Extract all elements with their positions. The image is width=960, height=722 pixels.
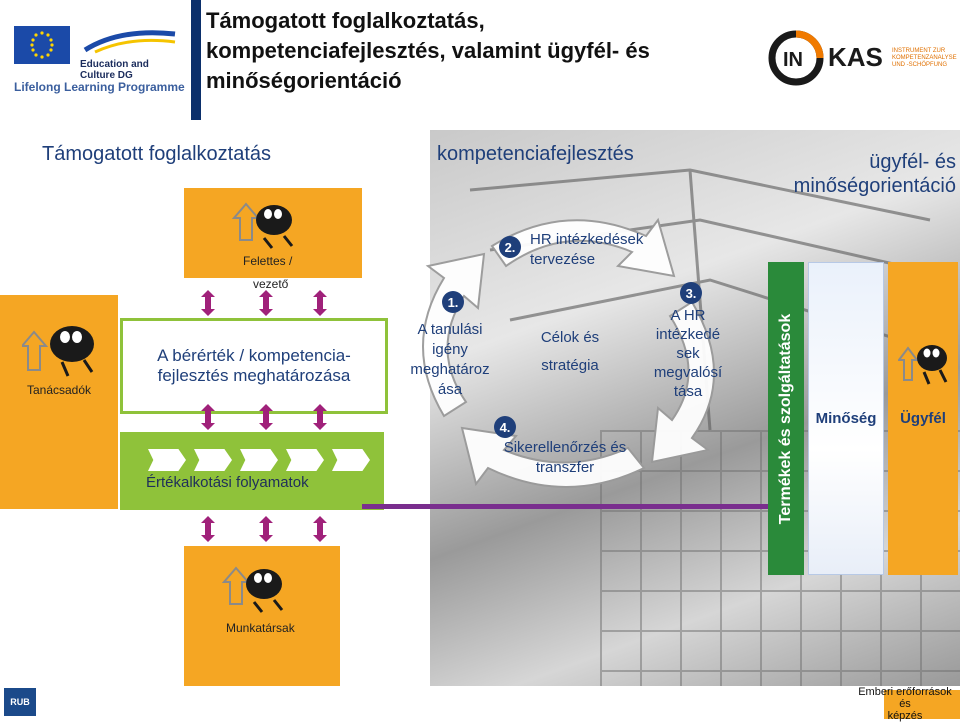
title-band xyxy=(0,0,960,122)
column-header-supported-employment: Támogatott foglalkoztatás xyxy=(42,143,272,165)
wage-box-line2: fejlesztés meghatározása xyxy=(157,366,351,385)
workers-mascot-icon xyxy=(222,566,284,613)
arrows-row-top xyxy=(201,290,327,316)
process-chevron xyxy=(148,449,186,471)
cycle-arrows xyxy=(422,217,715,488)
inkas-subtitle: INSTRUMENT ZUR KOMPETENZANALYSE UND -SCH… xyxy=(892,48,957,69)
supervisor-label-line1: Felettes / xyxy=(243,254,293,268)
inkas-sub-line1: INSTRUMENT ZUR xyxy=(892,48,946,54)
process-chevrons xyxy=(148,449,378,473)
column-header-client-line1: ügyfél- és xyxy=(869,151,956,173)
value-process-label: Értékalkotási folyamatok xyxy=(146,474,309,491)
process-chevron xyxy=(194,449,232,471)
column-header-client-quality: ügyfél- és minőségorientáció xyxy=(760,150,956,198)
step1-line3: meghatároz xyxy=(410,361,490,378)
slide-title-line2: kompetenciafejlesztés, valamint ügyfél- … xyxy=(206,38,650,63)
products-label-wrap: Termékek és szolgáltatások xyxy=(768,262,804,575)
hr-line2: és xyxy=(899,698,911,710)
step2-line2: tervezése xyxy=(530,251,596,268)
client-mascot-icon xyxy=(898,345,948,385)
client-label: Ügyfél xyxy=(900,410,946,427)
step3-badge: 3. xyxy=(680,282,702,304)
inkas-logo: IN xyxy=(766,28,826,88)
center-goals-text: Célok és stratégia xyxy=(520,324,620,380)
step4-text: Sikerellenőrzés és transzfer xyxy=(490,438,640,478)
client-column xyxy=(888,262,958,575)
step1-badge: 1. xyxy=(442,291,464,313)
quality-label: Minőség xyxy=(815,410,877,427)
arrows-row-lower xyxy=(201,516,327,542)
slide-title-line1: Támogatott foglalkoztatás, xyxy=(206,8,485,33)
advisors-mascot-icon xyxy=(22,326,94,377)
step3-line2: intézkedé xyxy=(655,326,721,343)
step1-line2: igény xyxy=(432,341,468,358)
column-header-competence: kompetenciafejlesztés xyxy=(437,143,634,165)
step1-text: A tanulási igény meghatároz ása xyxy=(400,320,500,400)
slide-title: Támogatott foglalkoztatás, kompetenciafe… xyxy=(206,6,766,96)
hr-tile xyxy=(884,690,960,719)
svg-text:IN: IN xyxy=(783,49,803,71)
llp-label: Lifelong Learning Programme xyxy=(14,80,185,94)
process-chevron xyxy=(286,449,324,471)
column-header-client-line2: minőségorientáció xyxy=(793,175,956,197)
center-line1: Célok és xyxy=(540,329,600,346)
rub-logo: RUB xyxy=(4,688,36,716)
eu-program-label: Education and Culture DG xyxy=(80,59,149,81)
step3-line3: sek xyxy=(676,345,700,362)
step3-line4: megvalósí xyxy=(653,364,723,381)
supervisor-label-line2: vezető xyxy=(253,277,289,291)
center-line2: stratégia xyxy=(541,357,599,374)
step1-line4: ása xyxy=(437,381,463,398)
inkas-wordmark: KAS xyxy=(828,42,883,72)
step4-line1: Sikerellenőrzés és xyxy=(503,439,627,456)
step1-line1: A tanulási xyxy=(417,321,483,338)
workers-label: Munkatársak xyxy=(226,621,295,635)
hr-line3: képzés xyxy=(887,710,923,722)
step3-line5: tása xyxy=(673,383,703,400)
footer-bar xyxy=(0,686,960,719)
hr-line1: Emberi erőforrások xyxy=(858,686,952,698)
slide-title-line3: minőségorientáció xyxy=(206,68,402,93)
supervisor-mascot-icon xyxy=(232,202,294,249)
step4-badge: 4. xyxy=(494,416,516,438)
step2-text: HR intézkedések tervezése xyxy=(530,230,643,270)
process-chevron xyxy=(332,449,370,471)
step2-line1: HR intézkedések xyxy=(530,231,644,248)
process-chevron xyxy=(240,449,278,471)
step4-line2: transzfer xyxy=(535,459,595,476)
title-accent-bar xyxy=(191,0,201,120)
products-bar xyxy=(768,262,804,575)
wage-box-line1: A bérérték / kompetencia- xyxy=(157,346,351,365)
connector-line xyxy=(362,504,768,509)
step3-line1: A HR xyxy=(670,307,706,324)
advisors-label: Tanácsadók xyxy=(26,383,92,397)
eu-program-logo: Education and Culture DG xyxy=(80,28,180,81)
arrows-row-bottom xyxy=(201,404,327,430)
inkas-sub-line3: UND -SCHÖPFUNG xyxy=(892,62,947,68)
value-process-box xyxy=(120,432,384,510)
inkas-sub-line2: KOMPETENZANALYSE xyxy=(892,55,957,61)
quality-column xyxy=(808,262,884,575)
wage-competence-box: A bérérték / kompetencia- fejlesztés meg… xyxy=(120,318,388,414)
swoosh-icon xyxy=(83,30,176,54)
eu-flag-logo xyxy=(14,26,70,64)
inkas-ring-icon: IN xyxy=(768,30,824,86)
products-label: Termékek és szolgáltatások xyxy=(777,313,795,524)
step2-badge: 2. xyxy=(499,236,521,258)
step3-text: A HR intézkedé sek megvalósí tása xyxy=(640,306,736,401)
hr-training-label: Emberi erőforrások és képzés xyxy=(852,686,958,722)
